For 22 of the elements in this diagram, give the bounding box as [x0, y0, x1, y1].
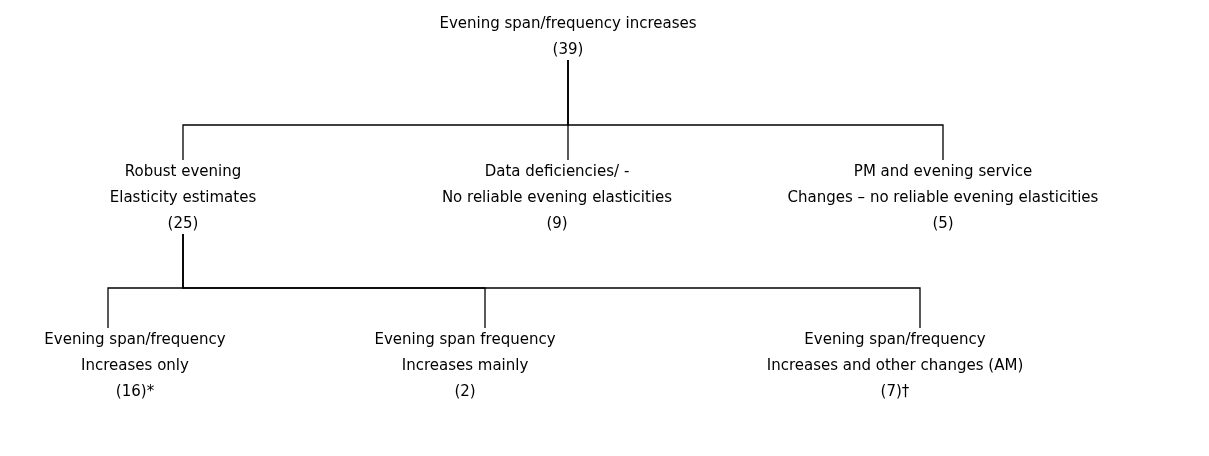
node-label: Evening span/frequency increases — [439, 14, 697, 32]
node-label: (39) — [552, 40, 584, 58]
node-label: Changes – no reliable evening elasticities — [787, 188, 1099, 206]
node-label: Increases only — [81, 356, 189, 374]
node-label: (16)* — [115, 382, 155, 400]
node-label: Elasticity estimates — [109, 188, 257, 206]
node-label: (7)† — [880, 382, 910, 400]
node-label: Evening span frequency — [374, 330, 556, 348]
node-label: (25) — [167, 214, 199, 232]
connector-line — [567, 59, 944, 161]
node-label: No reliable evening elasticities — [441, 188, 673, 206]
node-label: (5) — [932, 214, 954, 232]
node-label: Data deficiencies/ - — [484, 162, 630, 180]
node-label: Increases and other changes (AM) — [766, 356, 1024, 374]
node-label: Evening span/frequency — [44, 330, 226, 348]
connector-line — [182, 233, 921, 329]
node-label: Increases mainly — [401, 356, 529, 374]
node-label: (2) — [454, 382, 476, 400]
node-label: (9) — [546, 214, 568, 232]
node-label: Robust evening — [124, 162, 242, 180]
node-label: PM and evening service — [853, 162, 1033, 180]
node-label: Evening span/frequency — [804, 330, 986, 348]
